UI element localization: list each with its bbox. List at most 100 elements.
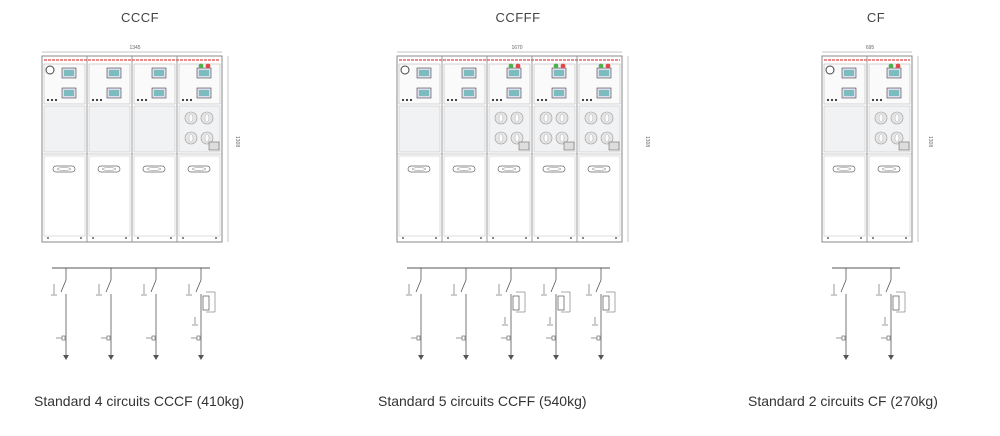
- indicator-dot: [589, 98, 593, 102]
- middle-panel: [133, 105, 176, 153]
- fuse-handle: [604, 113, 610, 123]
- base-bolt: [905, 237, 907, 239]
- fuse-handle: [204, 133, 210, 143]
- cable-unit: [396, 55, 443, 243]
- fuse-handle: [894, 113, 900, 123]
- middle-panel: [88, 105, 131, 153]
- sensor-symbol: [841, 335, 846, 341]
- fuse-handle: [604, 133, 610, 143]
- indicator-dot: [446, 98, 450, 102]
- single-line-diagram: [51, 267, 216, 360]
- fuse-unit: [176, 55, 223, 243]
- fuse-unit: [531, 55, 578, 243]
- cable-feeder: [141, 268, 159, 360]
- fuse-symbol: [892, 295, 900, 311]
- cabinet-front-view: [41, 51, 229, 243]
- indicator-dot: [185, 98, 189, 102]
- switch-window: [889, 90, 899, 96]
- fuse-handle: [878, 133, 884, 143]
- switch-window: [509, 70, 519, 76]
- door-handle: [542, 165, 566, 173]
- indicator-dot: [581, 98, 585, 102]
- indicator-dot: [871, 98, 875, 102]
- cable-termination: [108, 355, 114, 360]
- green-lamp: [888, 63, 894, 69]
- sensor-symbol: [151, 335, 156, 341]
- width-dimension: 1345: [129, 45, 141, 51]
- load-switch: [840, 279, 847, 293]
- base-bolt: [125, 237, 127, 239]
- cable-feeder: [406, 268, 424, 360]
- door-handle: [877, 165, 901, 173]
- middle-panel: [823, 105, 866, 153]
- sensor-symbol: [596, 335, 601, 341]
- fuse-link: [206, 291, 216, 313]
- switch-window: [154, 90, 164, 96]
- base-bolt: [860, 237, 862, 239]
- cable-feeder: [96, 268, 114, 360]
- base-bolt: [80, 237, 82, 239]
- switch-window: [199, 70, 209, 76]
- red-lamp: [605, 63, 611, 69]
- single-line-diagram: [406, 267, 616, 360]
- load-switch: [150, 279, 157, 293]
- fuse-symbol: [557, 295, 565, 311]
- load-switch: [595, 279, 602, 293]
- sensor-symbol: [416, 335, 421, 341]
- fuse-unit: [576, 55, 623, 243]
- indicator-dot: [499, 98, 503, 102]
- sensor-symbol: [886, 335, 891, 341]
- base-bolt: [827, 237, 829, 239]
- sensor-symbol: [106, 335, 111, 341]
- switch-window: [199, 90, 209, 96]
- relay-box: [518, 141, 530, 151]
- indicator-dot: [491, 98, 495, 102]
- green-lamp: [508, 63, 514, 69]
- base-bolt: [447, 237, 449, 239]
- pressure-gauge: [825, 65, 835, 75]
- door-handle-grip: [411, 167, 427, 171]
- indicator-dot: [875, 98, 879, 102]
- fuse-feeder: [541, 268, 571, 360]
- switch-window: [509, 90, 519, 96]
- door-handle-grip: [836, 167, 852, 171]
- door-handle: [497, 165, 521, 173]
- indicator-dot: [50, 98, 54, 102]
- indicator-dot: [409, 98, 413, 102]
- cable-feeder: [51, 268, 69, 360]
- indicator-dot: [830, 98, 834, 102]
- indicator-dot: [189, 98, 193, 102]
- cable-termination: [598, 355, 604, 360]
- switch-window: [889, 70, 899, 76]
- switch-window: [64, 70, 74, 76]
- unit-frame: [176, 55, 223, 243]
- fuse-handle: [204, 113, 210, 123]
- switch-window: [464, 70, 474, 76]
- sensor-symbol: [461, 335, 466, 341]
- base-bolt: [402, 237, 404, 239]
- base-bolt: [215, 237, 217, 239]
- sensor-symbol: [196, 335, 201, 341]
- fuse-feeder: [186, 268, 216, 360]
- door-handle-grip: [881, 167, 897, 171]
- switch-window: [109, 70, 119, 76]
- sensor-symbol: [61, 335, 66, 341]
- base-bolt: [570, 237, 572, 239]
- switch-window: [419, 70, 429, 76]
- fuse-symbol: [602, 295, 610, 311]
- base-bolt: [92, 237, 94, 239]
- switch-window: [419, 90, 429, 96]
- base-bolt: [170, 237, 172, 239]
- load-switch: [550, 279, 557, 293]
- fuse-feeder: [876, 268, 906, 360]
- middle-panel: [398, 105, 441, 153]
- base-bolt: [182, 237, 184, 239]
- base-bolt: [137, 237, 139, 239]
- door-handle-grip: [146, 167, 162, 171]
- fuse-feeder: [586, 268, 616, 360]
- switch-window: [464, 90, 474, 96]
- fuse-handle: [498, 113, 504, 123]
- base-bolt: [435, 237, 437, 239]
